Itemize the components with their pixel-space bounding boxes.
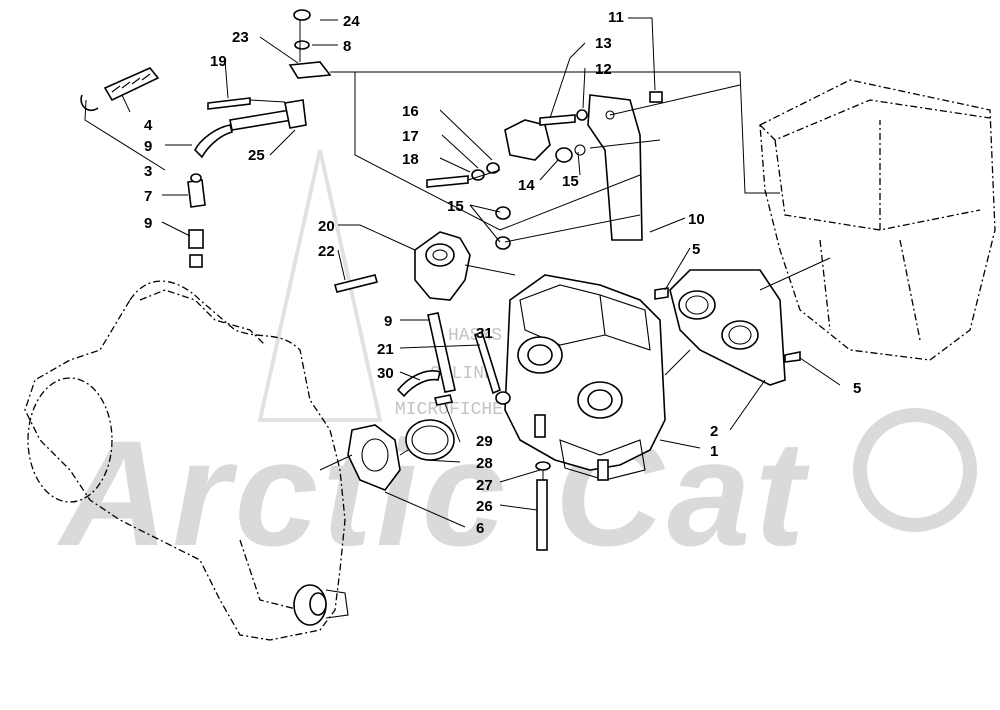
callout-4: 4 — [144, 117, 153, 134]
washer-16 — [486, 162, 500, 174]
callout-19: 19 — [210, 53, 227, 70]
small-hardware — [80, 9, 801, 551]
callout-31: 31 — [476, 325, 493, 342]
airbox-outline — [759, 79, 996, 361]
callout-12: 12 — [595, 61, 612, 78]
callout-11: 11 — [608, 9, 624, 26]
hose-21 — [474, 330, 501, 395]
callout-28: 28 — [476, 455, 493, 472]
grommet-15b — [495, 236, 511, 250]
grommet-15a — [495, 206, 511, 220]
intake-flange — [347, 419, 455, 491]
mounting-bracket — [587, 94, 643, 241]
hose-9-lower — [188, 229, 204, 249]
callout-7: 7 — [144, 188, 152, 205]
air-intake-plate — [669, 269, 786, 386]
hose-30 — [396, 370, 441, 398]
callout-9-low: 9 — [384, 313, 392, 330]
callout-9-mid: 9 — [144, 215, 152, 232]
screw-5b — [784, 351, 801, 363]
callout-9-top: 9 — [144, 138, 152, 155]
callout-5-low: 5 — [853, 380, 861, 397]
valve-25 — [284, 99, 307, 129]
callout-25: 25 — [248, 147, 265, 164]
clip-3 — [80, 94, 99, 112]
screw-5a — [654, 287, 669, 300]
callout-3: 3 — [144, 163, 152, 180]
callout-15-top: 15 — [562, 173, 579, 190]
callout-labels: 24 8 23 19 4 9 3 25 7 9 11 13 12 16 17 1… — [144, 9, 861, 537]
screw-19 — [207, 97, 251, 110]
sleeve-26 — [536, 479, 548, 551]
clip-23 — [288, 61, 332, 79]
callout-5-top: 5 — [692, 241, 700, 258]
callout-23: 23 — [232, 29, 249, 46]
filter-7 — [187, 179, 206, 208]
callout-30: 30 — [377, 365, 394, 382]
callout-2: 2 — [710, 423, 718, 440]
callout-6: 6 — [476, 520, 484, 537]
screw-13 — [539, 114, 576, 126]
hose-9-pump — [427, 312, 456, 393]
bushing-11 — [649, 91, 663, 103]
callout-17: 17 — [402, 128, 419, 145]
fuel-line — [229, 109, 293, 131]
fuel-pump — [414, 231, 471, 301]
spring-4 — [103, 67, 160, 102]
hose-9-upper — [194, 124, 233, 159]
callout-leaders — [84, 17, 841, 528]
centerlines — [249, 20, 831, 480]
clip-27 — [535, 461, 551, 471]
clamp-29 — [433, 394, 454, 406]
fitting-31 — [495, 391, 511, 405]
callout-15-mid: 15 — [447, 198, 464, 215]
callout-21: 21 — [377, 341, 394, 358]
callout-1: 1 — [710, 443, 718, 460]
callout-29: 29 — [476, 433, 493, 450]
callout-8: 8 — [343, 38, 351, 55]
screw-22 — [334, 274, 378, 293]
callout-26: 26 — [476, 498, 493, 515]
callout-13: 13 — [595, 35, 612, 52]
callout-22: 22 — [318, 243, 335, 260]
engine-outline — [24, 280, 349, 641]
screw-18 — [426, 175, 469, 188]
washer-8 — [294, 40, 310, 50]
callout-16: 16 — [402, 103, 419, 120]
throttle-cam — [504, 119, 586, 163]
watermark-line-3: MICROFICHE — [395, 400, 503, 420]
watermark-wheel — [853, 408, 977, 532]
callout-24: 24 — [343, 13, 360, 30]
nut-24 — [293, 9, 311, 21]
callout-18: 18 — [402, 151, 419, 168]
callout-27: 27 — [476, 477, 493, 494]
callout-10: 10 — [688, 211, 705, 228]
callout-20: 20 — [318, 218, 335, 235]
washer-12 — [576, 109, 588, 121]
hose-9-end — [189, 254, 203, 268]
callout-14: 14 — [518, 177, 535, 194]
carburetor-assembly — [504, 274, 666, 481]
